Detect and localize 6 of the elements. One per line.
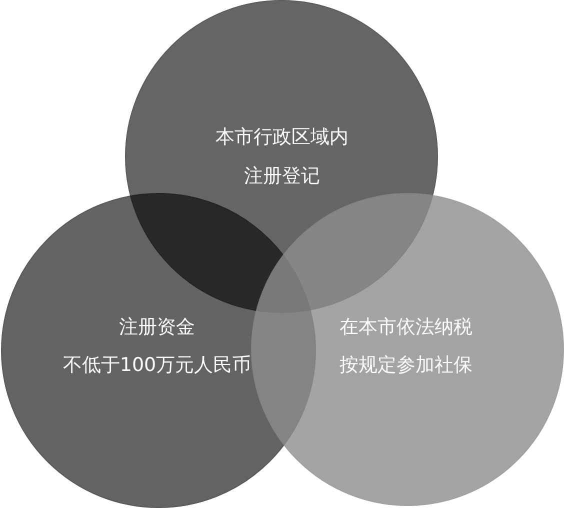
venn-circle (251, 193, 564, 506)
circle-label: 不低于100万元人民币 (62, 353, 252, 378)
circle-label: 在本市依法纳税 (340, 315, 472, 340)
circle-label: 注册资金 (119, 315, 195, 340)
circle-label: 按规定参加社保 (340, 353, 472, 378)
circle-label: 本市行政区域内注册登记 (214, 125, 350, 189)
